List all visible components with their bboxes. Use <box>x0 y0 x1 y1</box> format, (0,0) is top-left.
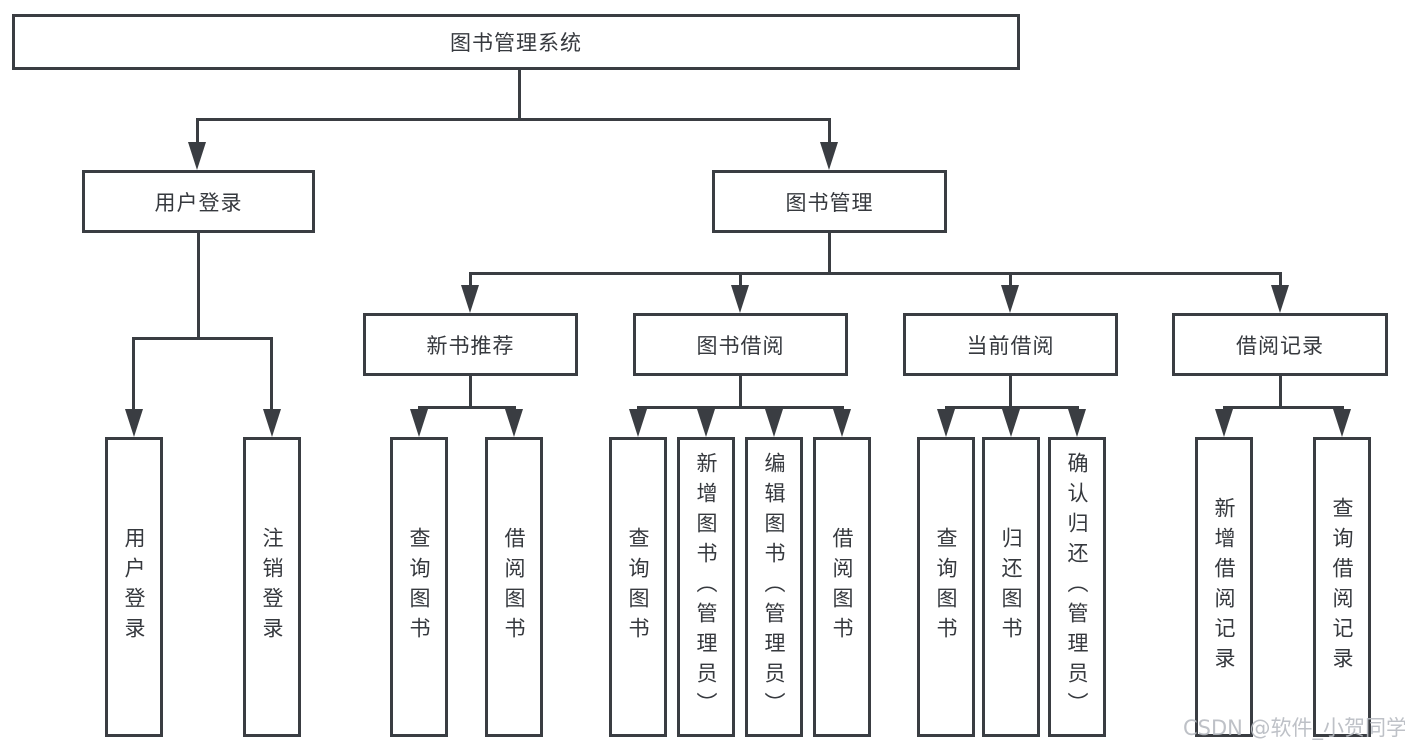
node-label: 借阅图书 <box>502 527 526 647</box>
arrowhead-icon <box>410 409 428 437</box>
connector-drop <box>828 118 831 146</box>
leaf-query-books-recommend: 查询图书 <box>390 437 448 737</box>
connector-current-bar <box>945 406 1079 409</box>
arrowhead-icon <box>820 142 838 170</box>
arrowhead-icon <box>937 409 955 437</box>
arrowhead-icon <box>1002 409 1020 437</box>
node-label: 用户登录 <box>154 190 243 215</box>
leaf-query-borrow-record: 查询借阅记录 <box>1313 437 1371 737</box>
connector-borrowing-stem <box>739 376 742 406</box>
node-borrowing-records: 借阅记录 <box>1172 313 1388 376</box>
arrowhead-icon <box>505 409 523 437</box>
connector-bookmgmt-stem <box>828 233 831 272</box>
arrowhead-icon <box>188 142 206 170</box>
connector-drop <box>132 337 135 412</box>
arrowhead-icon <box>263 409 281 437</box>
node-label: 借阅记录 <box>1236 333 1324 358</box>
arrowhead-icon <box>1271 285 1289 313</box>
arrowhead-icon <box>1001 285 1019 313</box>
connector-drop <box>1009 272 1012 288</box>
node-label: 新增图书（管理员） <box>694 452 718 722</box>
connector-newbook-bar <box>418 406 516 409</box>
node-label: 图书管理 <box>785 190 874 215</box>
node-book-borrowing: 图书借阅 <box>633 313 848 376</box>
leaf-user-login: 用户登录 <box>105 437 163 737</box>
node-label: 图书管理系统 <box>450 31 582 55</box>
leaf-add-borrow-record: 新增借阅记录 <box>1195 437 1253 737</box>
connector-root-stem <box>518 70 521 118</box>
leaf-query-books-borrowing: 查询图书 <box>609 437 667 737</box>
connector-drop <box>270 337 273 412</box>
node-label: 借阅图书 <box>830 527 854 647</box>
node-label: 新增借阅记录 <box>1212 497 1236 677</box>
arrowhead-icon <box>833 409 851 437</box>
connector-bookmgmt-bar <box>469 272 1282 275</box>
connector-drop <box>739 272 742 288</box>
leaf-borrow-books-borrowing: 借阅图书 <box>813 437 871 737</box>
connector-current-stem <box>1009 376 1012 406</box>
arrowhead-icon <box>1215 409 1233 437</box>
connector-userlogin-bar <box>132 337 273 340</box>
node-label: 查询借阅记录 <box>1330 497 1354 677</box>
arrowhead-icon <box>731 285 749 313</box>
leaf-edit-book-admin: 编辑图书（管理员） <box>745 437 803 737</box>
arrowhead-icon <box>1068 409 1086 437</box>
arrowhead-icon <box>461 285 479 313</box>
node-label: 确认归还（管理员） <box>1065 452 1089 722</box>
node-label: 查询图书 <box>626 527 650 647</box>
arrowhead-icon <box>697 409 715 437</box>
arrowhead-icon <box>765 409 783 437</box>
node-book-management: 图书管理 <box>712 170 947 233</box>
node-label: 用户登录 <box>122 527 146 647</box>
connector-newbook-stem <box>469 376 472 406</box>
node-system-root: 图书管理系统 <box>12 14 1020 70</box>
connector-borrowing-bar <box>637 406 844 409</box>
node-label: 编辑图书（管理员） <box>762 452 786 722</box>
node-label: 归还图书 <box>999 527 1023 647</box>
arrowhead-icon <box>125 409 143 437</box>
node-label: 当前借阅 <box>966 333 1055 358</box>
connector-root-bar <box>196 118 831 121</box>
node-user-login: 用户登录 <box>82 170 315 233</box>
connector-drop <box>469 272 472 288</box>
leaf-confirm-return-admin: 确认归还（管理员） <box>1048 437 1106 737</box>
leaf-return-book: 归还图书 <box>982 437 1040 737</box>
node-label: 注销登录 <box>260 527 284 647</box>
connector-records-bar <box>1223 406 1344 409</box>
leaf-query-books-current: 查询图书 <box>917 437 975 737</box>
leaf-logout: 注销登录 <box>243 437 301 737</box>
leaf-add-book-admin: 新增图书（管理员） <box>677 437 735 737</box>
csdn-watermark: CSDN @软件_小贺同学 <box>1183 716 1405 740</box>
node-label: 新书推荐 <box>426 333 515 358</box>
arrowhead-icon <box>1333 409 1351 437</box>
node-label: 查询图书 <box>407 527 431 647</box>
connector-userlogin-stem <box>197 233 200 337</box>
node-label: 查询图书 <box>934 527 958 647</box>
leaf-borrow-books-recommend: 借阅图书 <box>485 437 543 737</box>
connector-drop <box>196 118 199 146</box>
connector-records-stem <box>1279 376 1282 406</box>
node-current-borrowing: 当前借阅 <box>903 313 1118 376</box>
node-new-book-recommend: 新书推荐 <box>363 313 578 376</box>
connector-drop <box>1279 272 1282 288</box>
node-label: 图书借阅 <box>696 333 785 358</box>
arrowhead-icon <box>629 409 647 437</box>
